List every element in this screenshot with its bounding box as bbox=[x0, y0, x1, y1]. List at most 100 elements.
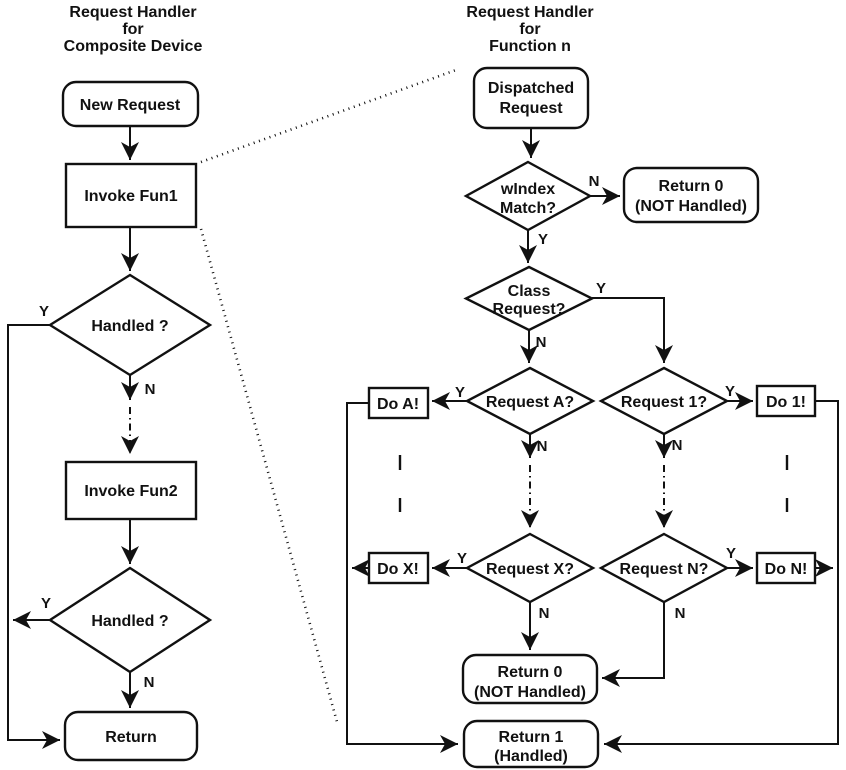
edge-requestn-no-to-return0b bbox=[602, 602, 665, 687]
return-shape bbox=[63, 710, 199, 762]
node-return: Return bbox=[63, 710, 199, 762]
invoke-fun2-shape bbox=[64, 460, 198, 521]
return0-top-label2: (NOT Handled) bbox=[635, 198, 747, 215]
windex-match-shape bbox=[463, 160, 593, 232]
node-dispatched-request: Dispatched Request bbox=[472, 66, 590, 130]
do-1-label: Do 1! bbox=[766, 394, 806, 411]
request1-no-label: N bbox=[672, 437, 683, 454]
handled2-no-label: N bbox=[144, 674, 155, 691]
class-request-shape bbox=[463, 265, 595, 332]
node-do-a: Do A! bbox=[367, 386, 430, 420]
node-return0-bottom: Return 0 (NOT Handled) bbox=[461, 653, 599, 705]
left-title-line1: Request Handler bbox=[69, 4, 196, 21]
edge-handled1-yes-to-return bbox=[7, 324, 60, 749]
node-windex-match: wIndex Match? bbox=[463, 160, 593, 232]
do-1-shape bbox=[755, 384, 817, 418]
requestx-no-label: N bbox=[539, 605, 550, 622]
node-invoke-fun2: Invoke Fun2 bbox=[64, 460, 198, 521]
left-edge-labels: Y N Y N bbox=[39, 303, 155, 691]
request-x-label: Request X? bbox=[486, 561, 574, 578]
do-n-label: Do N! bbox=[765, 561, 808, 578]
left-flow-connectors bbox=[7, 125, 139, 749]
node-class-request: Class Request? bbox=[463, 265, 595, 332]
expansion-dotted-line-bottom bbox=[199, 228, 339, 723]
node-request-x: Request X? bbox=[464, 532, 596, 604]
handled1-shape bbox=[47, 273, 213, 377]
edge-do1-to-return1 bbox=[604, 400, 839, 753]
windex-match-label1: wIndex bbox=[500, 181, 555, 198]
request-x-shape bbox=[464, 532, 596, 604]
node-do-x: Do X! bbox=[367, 551, 430, 585]
do-x-label: Do X! bbox=[377, 561, 419, 578]
requestx-yes-label: Y bbox=[457, 550, 467, 567]
left-title-line3: Composite Device bbox=[64, 38, 203, 55]
handled1-no-label: N bbox=[145, 381, 156, 398]
node-new-request: New Request bbox=[61, 80, 200, 128]
requestn-no-label: N bbox=[675, 605, 686, 622]
return1-label2: (Handled) bbox=[494, 748, 568, 765]
right-edge-labels: N Y Y N Y N Y N Y N Y N bbox=[455, 173, 736, 622]
new-request-shape bbox=[61, 80, 200, 128]
class-request-label2: Request? bbox=[493, 301, 566, 318]
return0-bottom-label2: (NOT Handled) bbox=[474, 684, 586, 701]
windex-no-label: N bbox=[589, 173, 600, 190]
request1-yes-label: Y bbox=[725, 383, 735, 400]
return1-label1: Return 1 bbox=[499, 729, 564, 746]
node-do-1: Do 1! bbox=[755, 384, 817, 418]
classreq-no-label: N bbox=[536, 334, 547, 351]
requestn-yes-label: Y bbox=[726, 545, 736, 562]
request-a-label: Request A? bbox=[486, 394, 574, 411]
invoke-fun2-label: Invoke Fun2 bbox=[84, 483, 177, 500]
handled1-yes-label: Y bbox=[39, 303, 49, 320]
handled2-shape bbox=[47, 566, 213, 674]
node-handled1: Handled ? bbox=[47, 273, 213, 377]
windex-yes-label: Y bbox=[538, 231, 548, 248]
invoke-fun1-shape bbox=[64, 162, 198, 229]
dispatched-request-label1: Dispatched bbox=[488, 80, 574, 97]
right-flow-connectors bbox=[346, 128, 839, 753]
request-1-label: Request 1? bbox=[621, 394, 707, 411]
return1-shape bbox=[462, 719, 600, 769]
node-handled2: Handled ? bbox=[47, 566, 213, 674]
return0-top-label1: Return 0 bbox=[659, 178, 724, 195]
handled2-label: Handled ? bbox=[91, 613, 168, 630]
handled1-label: Handled ? bbox=[91, 318, 168, 335]
request-n-label: Request N? bbox=[620, 561, 709, 578]
node-request-n: Request N? bbox=[598, 532, 730, 604]
return0-bottom-shape bbox=[461, 653, 599, 705]
return-label: Return bbox=[105, 729, 157, 746]
classreq-yes-label: Y bbox=[596, 280, 606, 297]
return0-top-shape bbox=[622, 166, 760, 224]
expansion-dotted-line-top bbox=[200, 68, 457, 164]
requesta-yes-label: Y bbox=[455, 384, 465, 401]
right-title-line3: Function n bbox=[489, 38, 571, 55]
request-n-shape bbox=[598, 532, 730, 604]
dispatched-request-shape bbox=[472, 66, 590, 130]
do-n-shape bbox=[755, 551, 817, 585]
handled2-yes-label: Y bbox=[41, 595, 51, 612]
edge-classreq-yes-to-request1 bbox=[592, 297, 673, 363]
do-x-shape bbox=[367, 551, 430, 585]
left-title-line2: for bbox=[122, 21, 143, 38]
request-a-shape bbox=[464, 366, 596, 436]
right-title-line2: for bbox=[519, 21, 540, 38]
node-invoke-fun1: Invoke Fun1 bbox=[64, 162, 198, 229]
node-return1: Return 1 (Handled) bbox=[462, 719, 600, 769]
class-request-label1: Class bbox=[508, 283, 551, 300]
new-request-label: New Request bbox=[80, 97, 181, 114]
node-request-a: Request A? bbox=[464, 366, 596, 436]
left-diagram-title: Request Handler for Composite Device bbox=[64, 4, 203, 55]
windex-match-label2: Match? bbox=[500, 200, 556, 217]
return0-bottom-label1: Return 0 bbox=[498, 664, 563, 681]
do-a-shape bbox=[367, 386, 430, 420]
right-diagram-title: Request Handler for Function n bbox=[466, 4, 593, 55]
node-do-n: Do N! bbox=[755, 551, 817, 585]
right-title-line1: Request Handler bbox=[466, 4, 593, 21]
dispatched-request-label2: Request bbox=[499, 100, 563, 117]
do-a-label: Do A! bbox=[377, 396, 419, 413]
request-1-shape bbox=[598, 366, 730, 436]
node-return0-top: Return 0 (NOT Handled) bbox=[622, 166, 760, 224]
requesta-no-label: N bbox=[537, 438, 548, 455]
